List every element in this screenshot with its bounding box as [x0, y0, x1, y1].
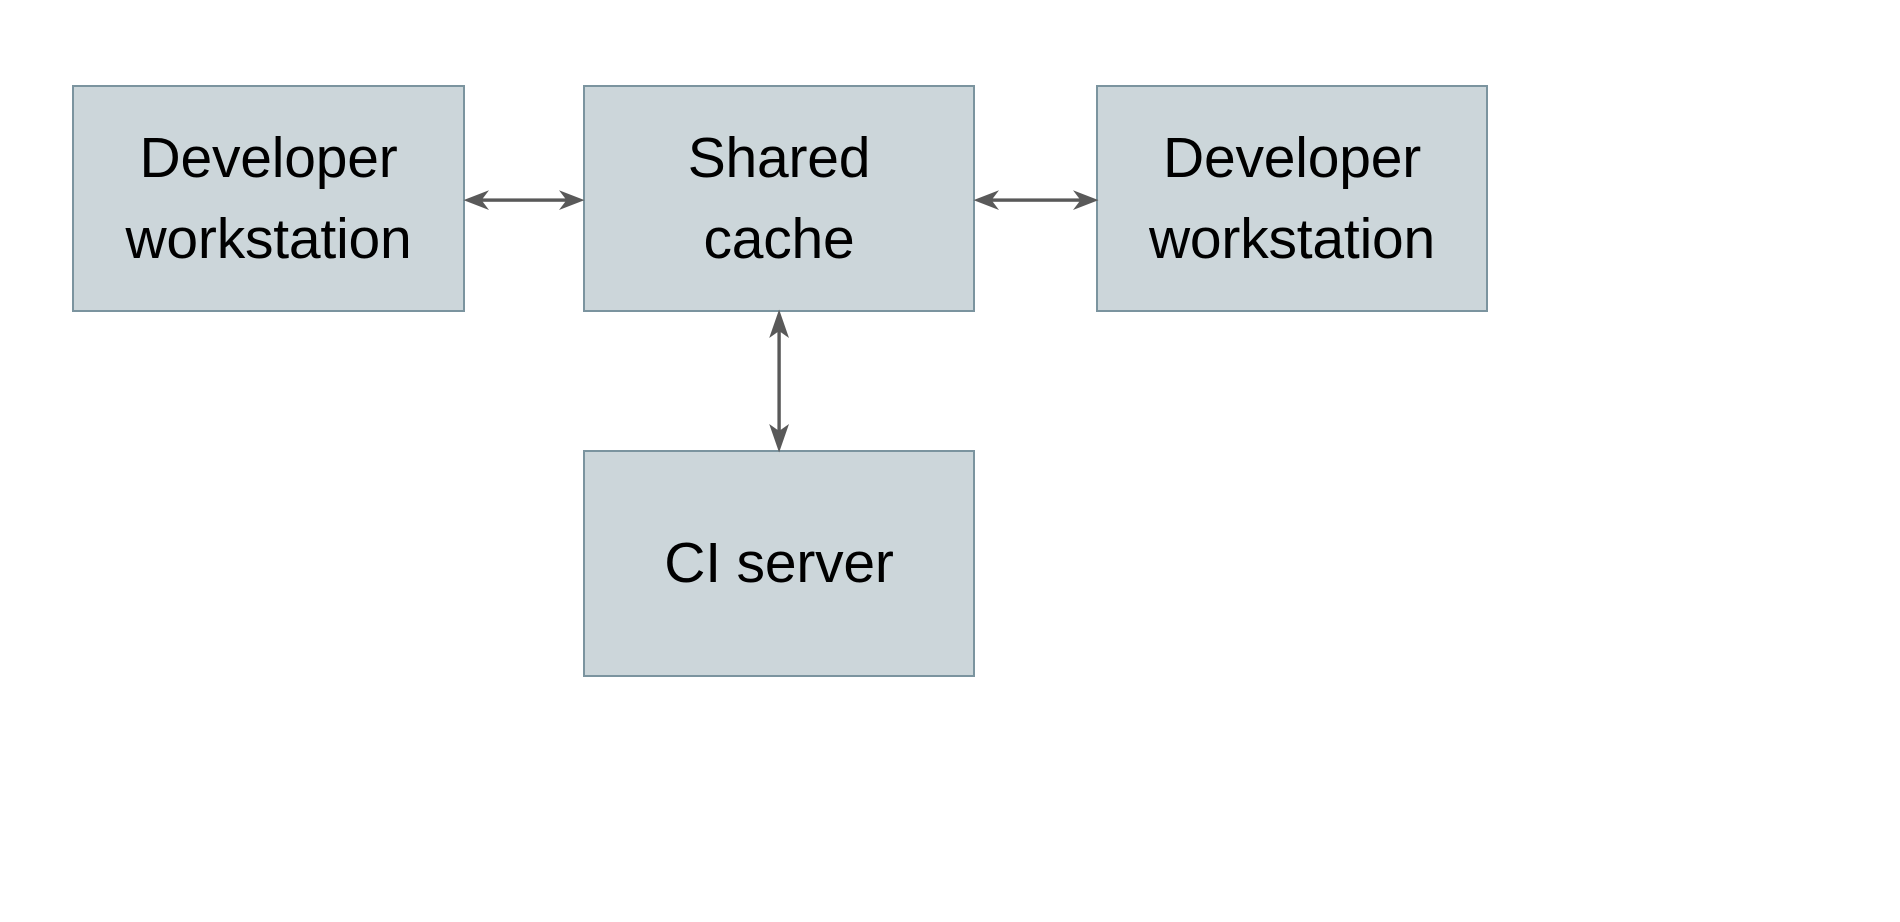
node-label: CI server [664, 531, 894, 596]
node-ci-server[interactable]: CI server [583, 450, 975, 677]
node-shared-cache[interactable]: Shared cache [583, 85, 975, 312]
double-headed-arrow-horizontal-icon [973, 190, 1099, 210]
node-label: Developer workstation [1148, 125, 1436, 271]
double-headed-arrow-horizontal-icon [463, 190, 585, 210]
edge-shared-cache-to-ci-server [769, 309, 789, 453]
double-headed-arrow-vertical-icon [769, 309, 789, 453]
node-developer-workstation-left[interactable]: Developer workstation [72, 85, 465, 312]
node-developer-workstation-right[interactable]: Developer workstation [1096, 85, 1488, 312]
edge-developer-left-to-shared-cache [463, 190, 585, 210]
node-label: Developer workstation [125, 125, 412, 271]
node-label: Shared cache [687, 125, 871, 271]
edge-shared-cache-to-developer-right [973, 190, 1099, 210]
